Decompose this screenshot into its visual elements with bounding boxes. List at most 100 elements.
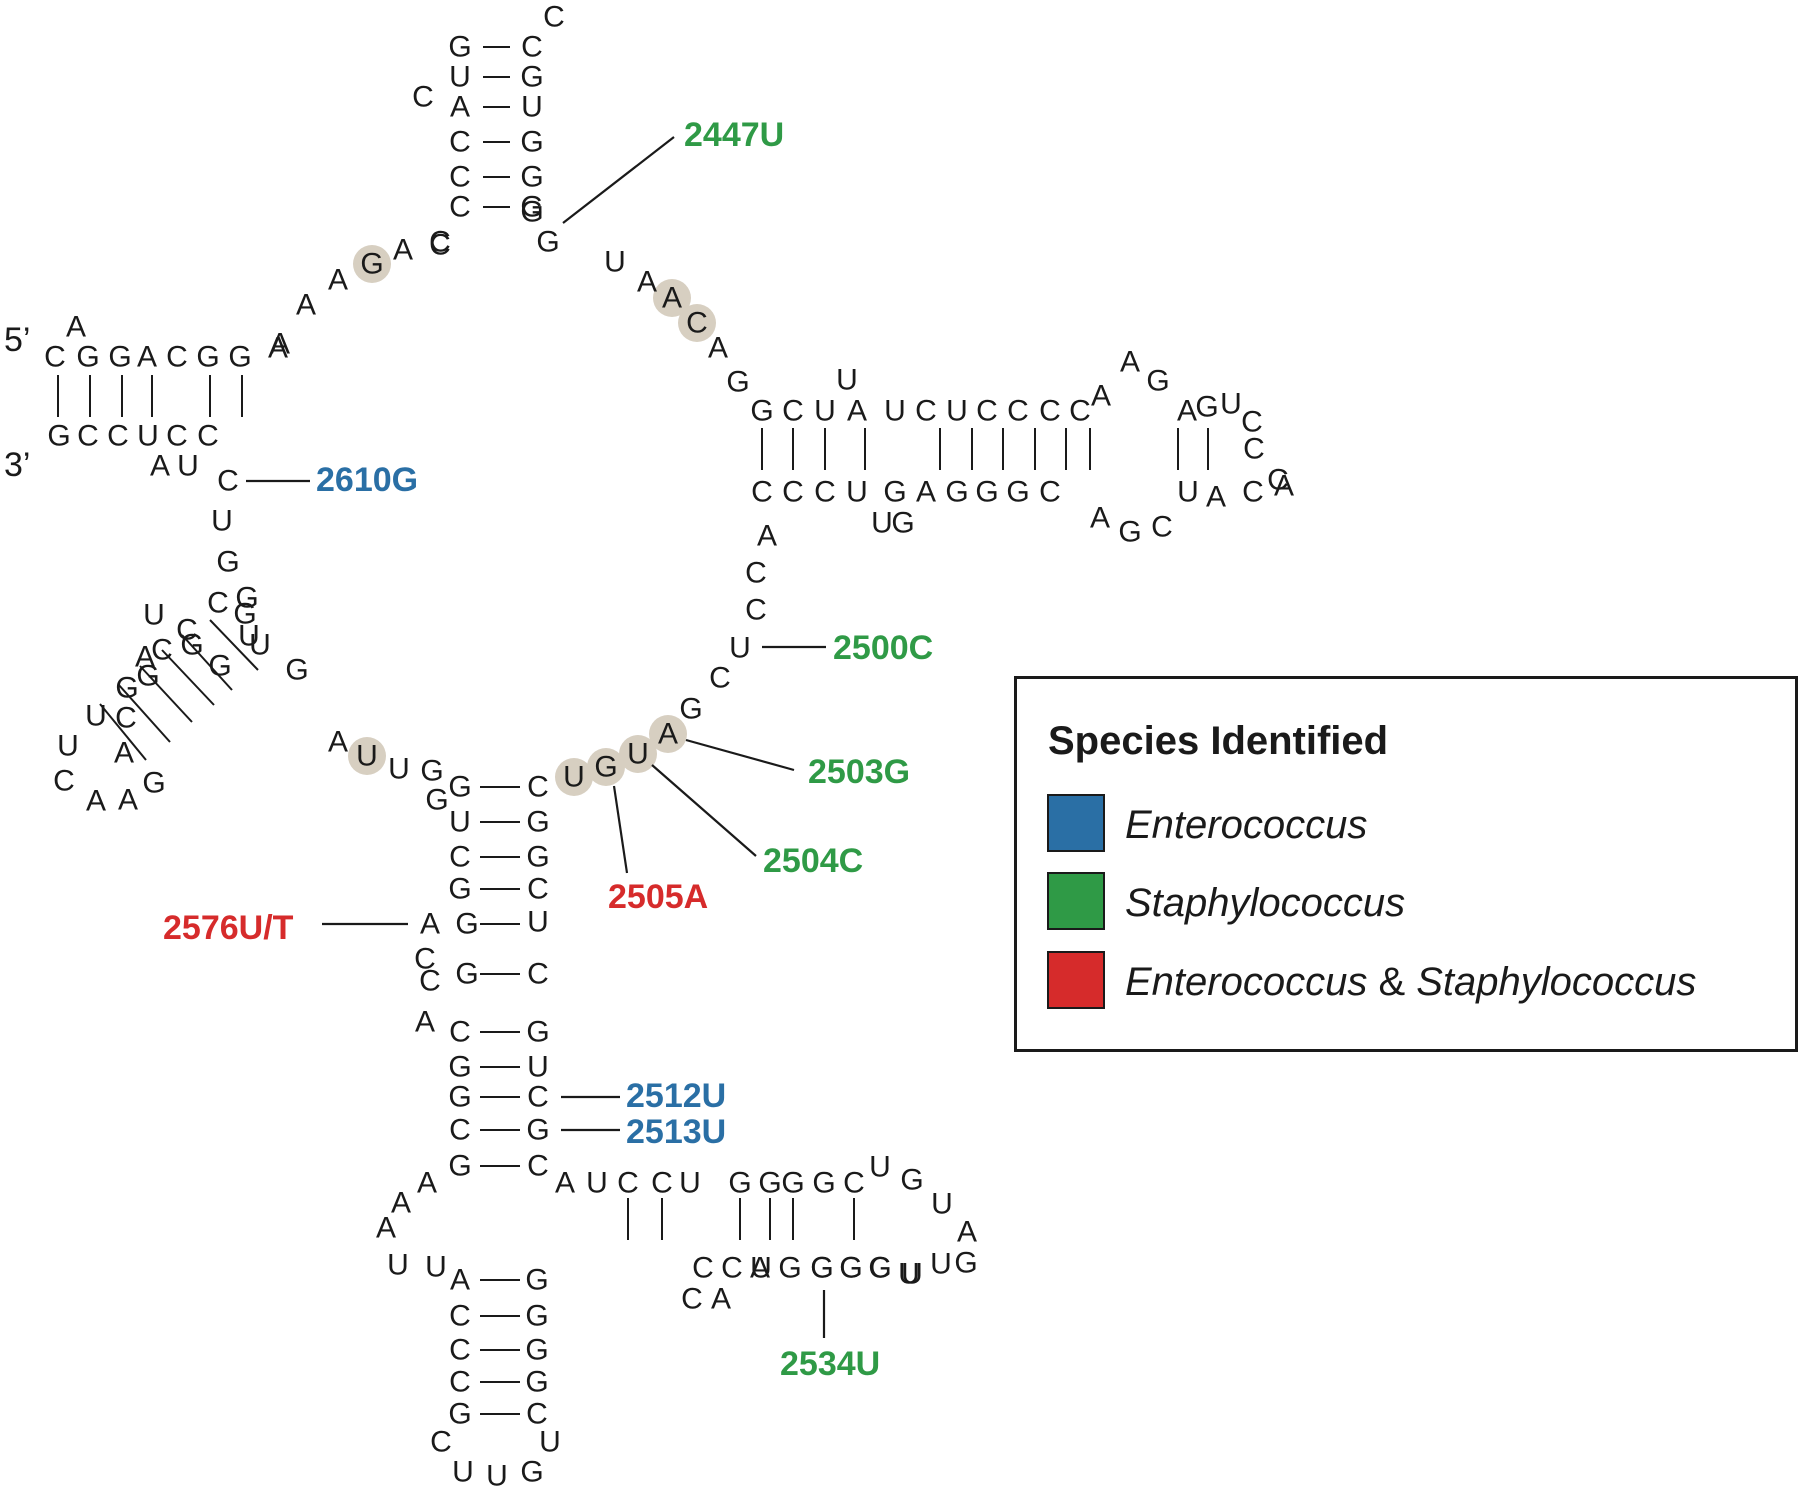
nucleotide: G [525,1264,548,1297]
nucleotide: U [486,1460,508,1493]
nucleotide: G [520,61,543,94]
nucleotide: C [449,1300,471,1333]
nucleotide: C [521,31,543,64]
nucleotide: G [883,476,906,509]
nucleotide: A [1206,481,1226,514]
nucleotide: G [448,1081,471,1114]
nucleotide: G [526,1016,549,1049]
nucleotide: U [898,1258,920,1291]
legend: Species Identified Enterococcus Staphylo… [1014,676,1798,1052]
mutation-label-2534: 2534U [780,1345,880,1383]
nucleotide: G [728,1167,751,1200]
nucleotide: C [692,1252,714,1285]
nucleotide: G [891,507,914,540]
nucleotide: C [1039,395,1061,428]
nucleotide: G [208,650,231,683]
nucleotide: G [448,1051,471,1084]
nucleotide: C [197,420,219,453]
nucleotide: C [1069,395,1091,428]
nucleotide: G [679,693,702,726]
nucleotide: G [945,476,968,509]
nucleotide: A [114,737,134,770]
nucleotide: G [750,395,773,428]
nucleotide: G [810,1252,833,1285]
nucleotide: G [954,1247,977,1280]
nucleotide: G [136,660,159,693]
nucleotide: G [526,806,549,839]
nucleotide: U [931,1188,953,1221]
mutation-site-nucleotide: A [658,718,678,751]
nucleotide: C [115,702,137,735]
nucleotide-highlight [353,245,391,283]
nucleotide: A [391,1187,411,1220]
mutation-leader-lines [246,136,826,1338]
nucleotide: A [1177,395,1197,428]
nucleotide: A [66,311,86,344]
nucleotide: G [180,629,203,662]
nucleotide: C [527,1150,549,1183]
nucleotide: A [328,726,348,759]
nucleotide: U [143,599,165,632]
nucleotide: U [137,420,159,453]
nucleotide: C [44,341,66,374]
nucleotide: U [85,700,107,733]
base-pair-bond [181,634,233,691]
nucleotide: A [711,1283,731,1316]
nucleotide: A [417,1167,437,1200]
legend-label-part: & [1367,960,1417,1004]
nucleotide: C [77,420,99,453]
nucleotide-highlight [649,715,687,753]
nucleotide: C [745,594,767,627]
nucleotide: G [839,1252,862,1285]
nucleotide: G [420,755,443,788]
nucleotide-highlight [678,304,716,342]
nucleotide: U [539,1426,561,1459]
nucleotide: U [814,395,836,428]
nucleotide: U [57,730,79,763]
nucleotide: C [1151,511,1173,544]
nucleotide: G [525,1300,548,1333]
nucleotide: U [836,364,858,397]
nucleotide: C [526,1398,548,1431]
nucleotide: C [449,1114,471,1147]
nucleotide: A [750,1252,770,1285]
nucleotide: U [425,1251,447,1284]
nucleotide: C [1242,476,1264,509]
nucleotide: C [429,229,451,262]
nucleotide: G [758,1167,781,1200]
nucleotide: G [196,341,219,374]
legend-swatch-both [1047,951,1105,1009]
nucleotide: G [525,1334,548,1367]
nucleotide: A [268,332,288,365]
nucleotide: U [1177,476,1199,509]
nucleotide: U [527,1051,549,1084]
nucleotide: A [1120,346,1140,379]
nucleotide: U [238,620,260,653]
nucleotide: C [814,476,836,509]
highlight-markers [348,245,716,796]
nucleotide: G [448,771,471,804]
nucleotide: C [151,634,173,667]
nucleotide: C [449,841,471,874]
mutation-site-nucleotide: C [217,465,239,498]
nucleotide: G [812,1167,835,1200]
mutation-label-2447: 2447U [684,116,784,154]
nucleotide: C [449,1016,471,1049]
nucleotide: A [86,785,106,818]
nucleotide: C [414,943,436,976]
mutation-label-2503: 2503G [808,753,910,791]
nucleotide: G [1146,365,1169,398]
nucleotide: G [448,31,471,64]
nucleotide: U [211,505,233,538]
nucleotide: C [107,420,129,453]
five-prime-label: 5’ [4,321,30,359]
nucleotide: A [150,450,170,483]
nucleotide: C [976,395,998,428]
nucleotide: A [135,641,155,674]
nucleotide: C [527,873,549,906]
nucleotide: G [285,654,308,687]
nucleotide: G [142,767,165,800]
nucleotide: G [448,1398,471,1431]
